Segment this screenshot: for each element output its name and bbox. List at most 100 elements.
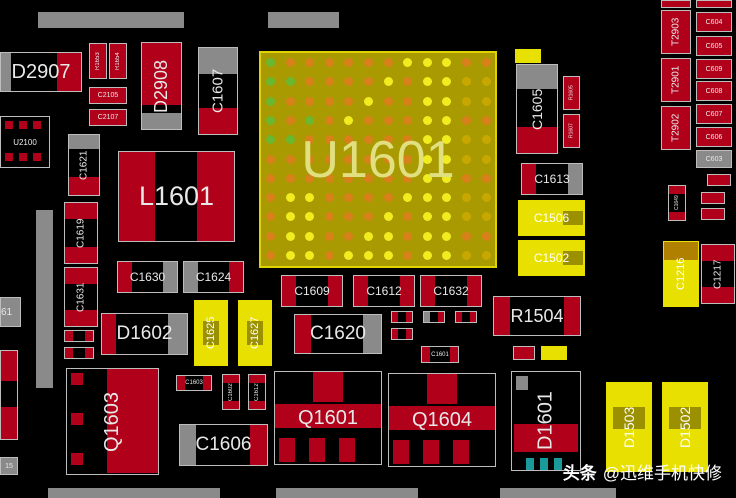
component-c606[interactable]: C606 bbox=[696, 127, 732, 147]
component-small[interactable] bbox=[513, 346, 535, 360]
component-c1627[interactable]: C1627 bbox=[238, 300, 272, 366]
component-c1606[interactable]: C1606 bbox=[179, 424, 268, 466]
bga-ball bbox=[481, 173, 491, 183]
component-small[interactable] bbox=[707, 174, 731, 186]
component-small[interactable] bbox=[696, 0, 732, 8]
component-partial-61[interactable]: 61 bbox=[0, 297, 21, 327]
component-r1654[interactable]: R1654 bbox=[109, 43, 127, 79]
bga-ball bbox=[383, 115, 393, 125]
component-r1653[interactable]: R1653 bbox=[89, 43, 107, 79]
component-c1602[interactable]: C1602 bbox=[222, 374, 240, 410]
bga-ball bbox=[383, 173, 393, 183]
watermark: 头条@迅维手机快修 bbox=[563, 459, 722, 484]
component-small[interactable] bbox=[64, 347, 94, 359]
bga-ball bbox=[324, 193, 334, 203]
component-small[interactable] bbox=[64, 330, 94, 342]
component-c607[interactable]: C607 bbox=[696, 104, 732, 124]
component-c1609[interactable]: C1609 bbox=[281, 275, 343, 307]
bga-ball bbox=[266, 212, 275, 222]
bga-ball bbox=[403, 212, 413, 222]
component-l1601[interactable]: L1601 bbox=[118, 151, 235, 242]
component-r1607[interactable]: R1607 bbox=[563, 114, 580, 148]
component-c1649[interactable]: C1649 bbox=[668, 185, 686, 221]
component-c603[interactable]: C603 bbox=[696, 150, 732, 168]
component-small[interactable] bbox=[391, 311, 413, 323]
bga-ball bbox=[403, 115, 413, 125]
component-c2105[interactable]: C2105 bbox=[89, 87, 127, 104]
component-c1607[interactable]: C1607 bbox=[198, 47, 238, 135]
component-u2100[interactable]: U2100 bbox=[0, 116, 50, 168]
component-t2903[interactable]: T2903 bbox=[661, 10, 691, 54]
component-d2907[interactable]: D2907 bbox=[0, 52, 82, 92]
component-q1603[interactable]: Q1603 bbox=[66, 368, 159, 475]
component-c1605[interactable]: C1605 bbox=[516, 64, 558, 154]
component-c1603[interactable]: C1603 bbox=[176, 375, 212, 391]
bga-ball bbox=[324, 77, 334, 87]
bga-ball bbox=[344, 96, 354, 106]
component-q1601[interactable]: Q1601 bbox=[274, 371, 382, 465]
bga-ball bbox=[442, 154, 452, 164]
component-small[interactable] bbox=[455, 311, 477, 323]
component-small-yellow[interactable] bbox=[515, 49, 541, 63]
bga-ball bbox=[344, 173, 354, 183]
bga-ball bbox=[266, 251, 275, 260]
component-small[interactable] bbox=[423, 311, 445, 323]
bga-ball bbox=[462, 173, 471, 183]
bga-ball bbox=[305, 154, 315, 164]
component-c1621[interactable]: C1621 bbox=[68, 134, 100, 196]
component-c1631[interactable]: C1631 bbox=[64, 267, 98, 327]
component-c604[interactable]: C604 bbox=[696, 12, 732, 32]
component-q1604[interactable]: Q1604 bbox=[388, 373, 496, 467]
component-c1620[interactable]: C1620 bbox=[294, 314, 382, 354]
bga-ball bbox=[422, 115, 432, 125]
bga-ball bbox=[383, 77, 393, 87]
component-partial[interactable] bbox=[0, 350, 18, 440]
silkscreen-bar bbox=[276, 488, 418, 498]
component-c605[interactable]: C605 bbox=[696, 36, 732, 56]
component-c2107[interactable]: C2107 bbox=[89, 109, 127, 126]
component-c1217[interactable]: C1217 bbox=[701, 244, 735, 304]
component-d1503[interactable]: D1503 bbox=[606, 382, 652, 472]
component-c1506[interactable]: C1506 bbox=[518, 200, 585, 236]
component-d2908[interactable]: D2908 bbox=[141, 42, 182, 130]
bga-ball bbox=[364, 231, 373, 241]
component-d1601[interactable]: D1601 bbox=[511, 371, 581, 471]
component-t2902[interactable]: T2902 bbox=[661, 106, 691, 150]
component-small[interactable] bbox=[391, 328, 413, 340]
component-c608[interactable]: C608 bbox=[696, 81, 732, 101]
bga-ball bbox=[383, 193, 393, 203]
bga-ball bbox=[422, 96, 432, 106]
component-c1216[interactable]: C1216 bbox=[663, 241, 699, 307]
bga-ball bbox=[266, 193, 275, 203]
component-c1624[interactable]: C1624 bbox=[183, 261, 244, 293]
component-d1602[interactable]: D1602 bbox=[101, 313, 188, 355]
component-c1625[interactable]: C1625 bbox=[194, 300, 228, 366]
component-c1632[interactable]: C1632 bbox=[420, 275, 482, 307]
component-c609[interactable]: C609 bbox=[696, 59, 732, 79]
bga-ball bbox=[481, 231, 491, 241]
silkscreen-bar bbox=[268, 12, 339, 28]
component-d1502[interactable]: D1502 bbox=[662, 382, 708, 472]
component-t2901[interactable]: T2901 bbox=[661, 58, 691, 102]
bga-ball bbox=[324, 58, 334, 67]
component-c1502[interactable]: C1502 bbox=[518, 240, 585, 276]
bga-ball bbox=[383, 231, 393, 241]
component-c1619[interactable]: C1619 bbox=[64, 202, 98, 264]
bga-ball bbox=[305, 212, 315, 222]
bga-ball bbox=[344, 193, 354, 203]
component-small[interactable] bbox=[701, 208, 725, 220]
bga-ball bbox=[305, 173, 315, 183]
component-c1612b[interactable]: C1612 bbox=[248, 374, 266, 410]
component-c1601[interactable]: C1601 bbox=[421, 346, 459, 363]
component-c1612[interactable]: C1612 bbox=[353, 275, 415, 307]
component-c1613[interactable]: C1613 bbox=[521, 163, 583, 195]
component-partial-15[interactable]: 15 bbox=[0, 457, 18, 475]
component-c1630[interactable]: C1630 bbox=[117, 261, 178, 293]
component-r1605[interactable]: R1605 bbox=[563, 76, 580, 110]
bga-ball bbox=[285, 193, 295, 203]
component-small-yellow[interactable] bbox=[541, 346, 567, 360]
component-r1504[interactable]: R1504 bbox=[493, 296, 581, 336]
bga-chip-u1601[interactable]: U1601 bbox=[259, 51, 497, 268]
component-small[interactable] bbox=[661, 0, 691, 8]
component-small[interactable] bbox=[701, 192, 725, 204]
